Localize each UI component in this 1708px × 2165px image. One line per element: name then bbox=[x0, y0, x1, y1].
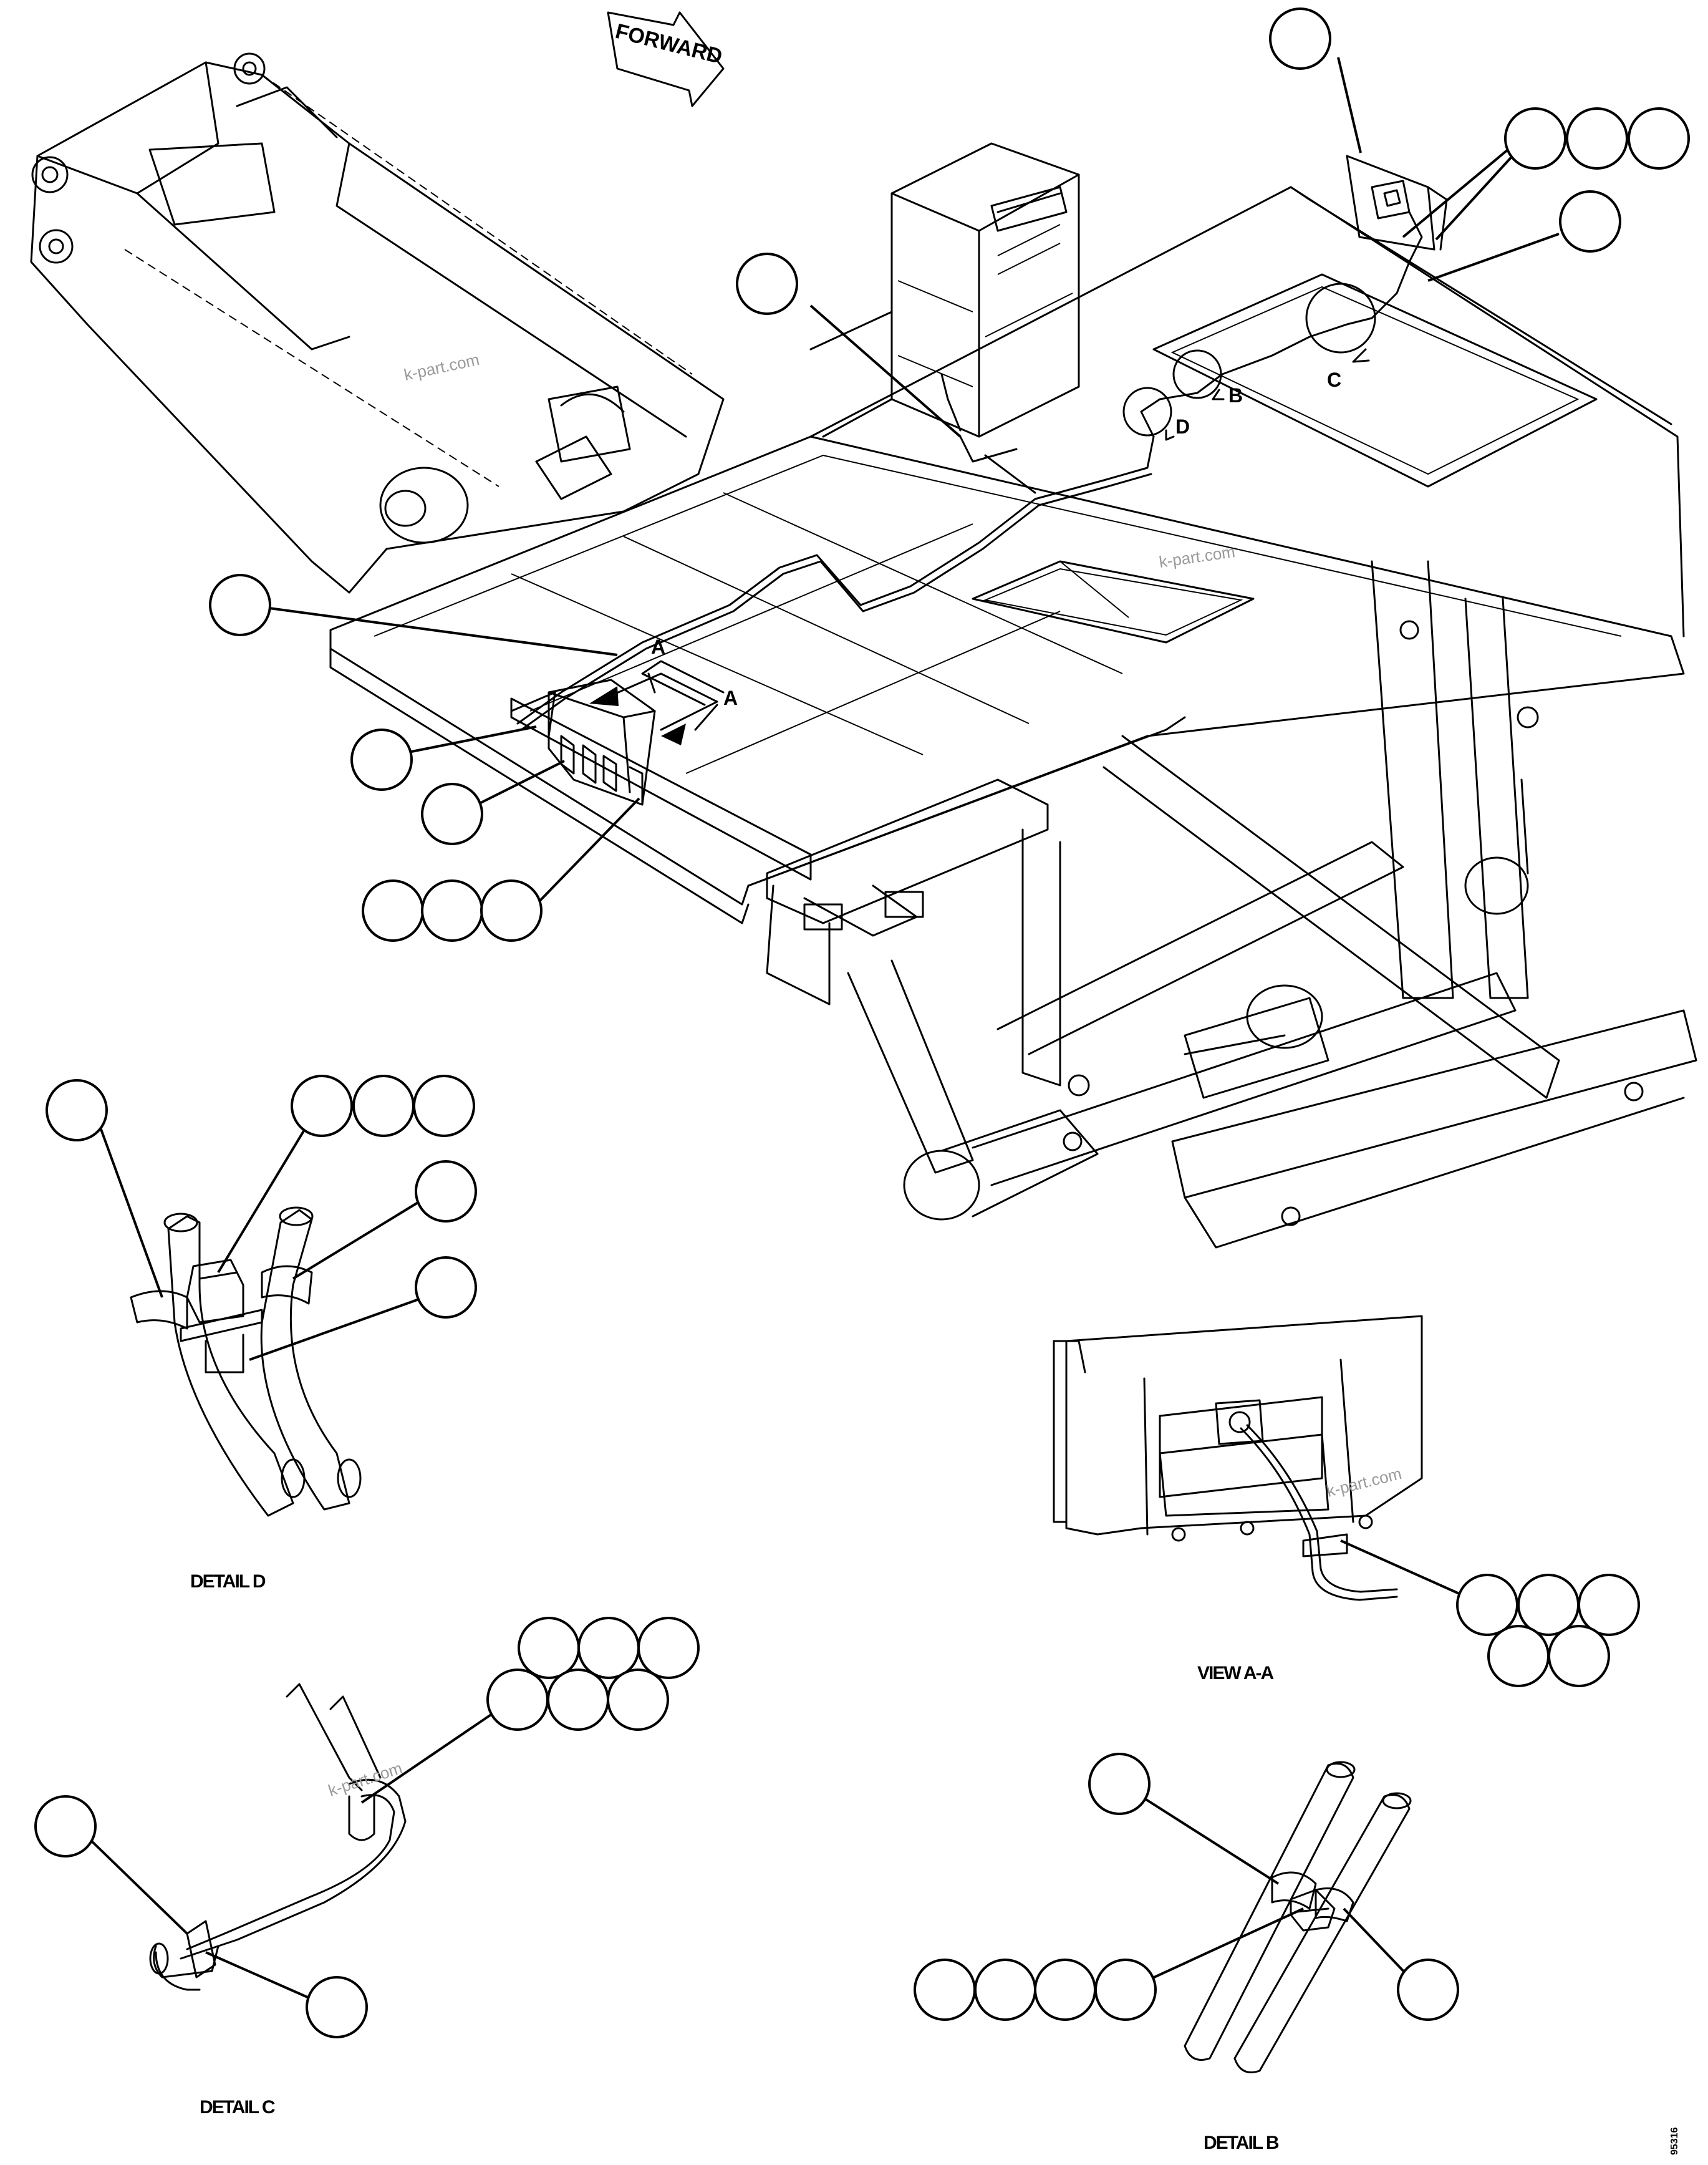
watermark: k-part.com bbox=[1158, 542, 1237, 571]
cross-beam bbox=[766, 778, 1049, 1005]
watermark: k-part.com bbox=[326, 1758, 405, 1799]
callout-bubble bbox=[1094, 1959, 1157, 2021]
watermark: k-part.com bbox=[1324, 1464, 1403, 1501]
section-a-label: A bbox=[651, 636, 665, 658]
detail-c-callouts bbox=[34, 1617, 700, 2038]
display-bracket bbox=[510, 679, 656, 806]
callout-bubble bbox=[1487, 1625, 1550, 1687]
callout-bubble bbox=[736, 253, 798, 315]
callout-bubble bbox=[291, 1075, 353, 1137]
callout-bubble bbox=[1578, 1574, 1640, 1636]
callout-bubble bbox=[209, 574, 271, 636]
callout-bubble bbox=[306, 1976, 368, 2038]
callout-bubble bbox=[486, 1669, 549, 1731]
detail-c-caption: DETAIL C bbox=[200, 2097, 275, 2118]
callout-bubble bbox=[413, 1075, 475, 1137]
detail-c-drawing bbox=[149, 1683, 407, 1991]
forward-arrow: FORWARD bbox=[607, 11, 725, 107]
callout-bubble bbox=[607, 1669, 669, 1731]
detail-b-drawing bbox=[1184, 1761, 1412, 2073]
callout-bubble bbox=[1397, 1959, 1459, 2021]
drawing-number: 95316 bbox=[1669, 2127, 1680, 2155]
callout-bubble bbox=[421, 783, 483, 845]
detail-b-marker: B bbox=[1228, 384, 1243, 407]
callout-bubble bbox=[1628, 107, 1690, 170]
view-a-arrows bbox=[589, 660, 725, 745]
deck-platform bbox=[329, 186, 1685, 924]
callout-bubble bbox=[421, 879, 483, 942]
junction-box bbox=[1346, 155, 1448, 251]
callout-bubble bbox=[46, 1079, 108, 1141]
detail-d-marker: D bbox=[1175, 415, 1190, 438]
callout-bubble bbox=[577, 1617, 640, 1679]
callout-bubble bbox=[350, 729, 413, 791]
detail-c-marker: C bbox=[1327, 369, 1341, 391]
detail-b-caption: DETAIL B bbox=[1204, 2133, 1279, 2153]
callout-bubble bbox=[1559, 190, 1621, 253]
callout-bubble bbox=[1088, 1753, 1151, 1815]
wire-harness bbox=[516, 211, 1423, 731]
main-callouts bbox=[209, 7, 1690, 942]
callout-bubble bbox=[480, 879, 543, 942]
callout-bubble bbox=[637, 1617, 700, 1679]
callout-bubble bbox=[34, 1795, 97, 1857]
callout-bubble bbox=[1456, 1574, 1518, 1636]
callout-bubble bbox=[1517, 1574, 1580, 1636]
callout-bubble bbox=[1269, 7, 1331, 70]
detail-d-drawing bbox=[130, 1206, 362, 1517]
boom-structure bbox=[30, 52, 725, 594]
main-assembly bbox=[30, 52, 1697, 1249]
detail-d-caption: DETAIL D bbox=[190, 1571, 266, 1592]
callout-bubble bbox=[352, 1075, 415, 1137]
callout-bubble bbox=[547, 1669, 609, 1731]
callout-bubble bbox=[1034, 1959, 1096, 2021]
callout-bubble bbox=[974, 1959, 1036, 2021]
section-a-label-2: A bbox=[723, 687, 738, 709]
forward-label: FORWARD bbox=[613, 19, 725, 69]
callout-bubble bbox=[518, 1617, 580, 1679]
view-aa-callouts bbox=[1340, 1539, 1640, 1687]
control-cabinet bbox=[809, 142, 1080, 463]
watermark: k-part.com bbox=[402, 350, 481, 384]
detail-b-callouts bbox=[914, 1753, 1459, 2021]
view-aa-drawing bbox=[1053, 1315, 1423, 1601]
callout-bubble bbox=[914, 1959, 976, 2021]
detail-d-callouts bbox=[46, 1075, 477, 1361]
callout-bubble bbox=[415, 1160, 477, 1223]
scissor-legs bbox=[847, 560, 1697, 1249]
callout-bubble bbox=[1548, 1625, 1610, 1687]
callout-bubble bbox=[1566, 107, 1628, 170]
callout-bubble bbox=[362, 879, 424, 942]
callout-bubble bbox=[1504, 107, 1566, 170]
view-aa-caption: VIEW A-A bbox=[1197, 1663, 1274, 1683]
callout-bubble bbox=[415, 1256, 477, 1319]
